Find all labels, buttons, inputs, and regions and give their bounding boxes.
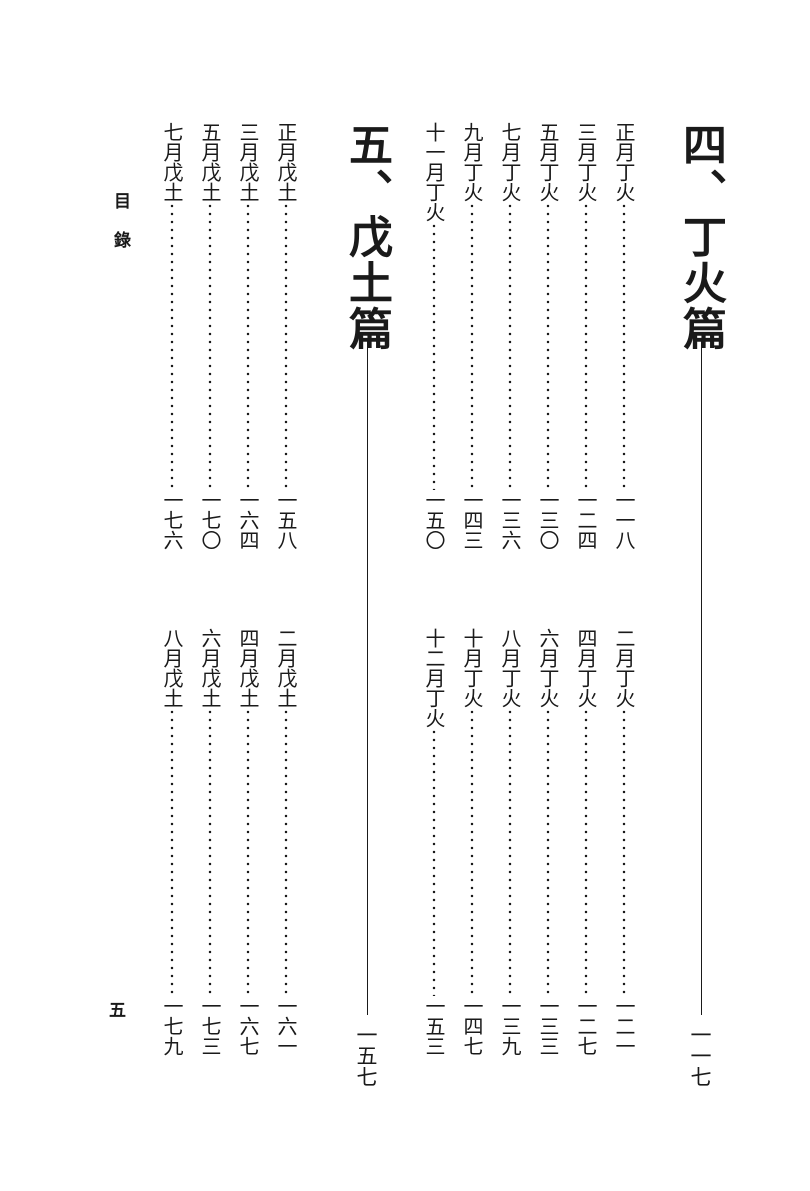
entry-page: 一一八: [612, 490, 636, 550]
leader-dots: [162, 708, 182, 996]
section-page-4: 一一七: [688, 1024, 712, 1087]
section-title-4: 四、丁火篇: [675, 122, 726, 352]
entry-label: 正月戊土: [274, 122, 298, 202]
toc-entry[interactable]: 八月戊土一七九: [160, 628, 184, 1056]
leader-dots: [276, 708, 296, 996]
entry-label: 六月丁火: [536, 628, 560, 708]
toc-entry[interactable]: 正月丁火一一八: [612, 122, 636, 592]
entry-page: 一二七: [574, 996, 598, 1056]
entry-label: 五月戊土: [198, 122, 222, 202]
entry-page: 一六一: [274, 996, 298, 1056]
toc-entry[interactable]: 六月丁火一三三: [536, 628, 560, 1056]
entry-label: 十一月丁火: [422, 122, 446, 222]
entry-page: 一七〇: [198, 490, 222, 550]
entry-page: 一四三: [460, 490, 484, 550]
section-title-5: 五、戊土篇: [341, 122, 392, 352]
toc-entry[interactable]: 六月戊土一七三: [198, 628, 222, 1056]
leader-dots: [576, 708, 596, 996]
entry-page: 一五〇: [422, 490, 446, 550]
running-head: 目錄: [110, 192, 130, 270]
entry-label: 七月戊土: [160, 122, 184, 202]
toc-entry[interactable]: 七月丁火一三六: [498, 122, 522, 550]
entry-page: 一七六: [160, 490, 184, 550]
toc-entry[interactable]: 三月戊土一六四: [236, 122, 260, 550]
entry-page: 一二四: [574, 490, 598, 550]
entry-label: 四月丁火: [574, 628, 598, 708]
leader-dots: [538, 202, 558, 490]
toc-entry[interactable]: 二月戊土一六一: [274, 628, 298, 1056]
leader-dots: [614, 708, 634, 996]
toc-entry[interactable]: 五月戊土一七〇: [198, 122, 222, 550]
toc-entry[interactable]: 三月丁火一二四: [574, 122, 598, 550]
entry-label: 六月戊土: [198, 628, 222, 708]
leader-dots: [424, 222, 444, 490]
entry-page: 一七三: [198, 996, 222, 1056]
entry-label: 正月丁火: [612, 122, 636, 202]
toc-entry[interactable]: 正月戊土一五八: [274, 122, 298, 550]
entry-page: 一三九: [498, 996, 522, 1056]
section-page-5: 一五七: [354, 1024, 378, 1087]
entry-page: 一三六: [498, 490, 522, 550]
entry-page: 一五三: [422, 996, 446, 1056]
toc-entry[interactable]: 九月丁火一四三: [460, 122, 484, 550]
entry-page: 一二一: [612, 996, 636, 1056]
page-number: 五: [109, 1001, 126, 1021]
entry-label: 七月丁火: [498, 122, 522, 202]
entry-label: 八月戊土: [160, 628, 184, 708]
entry-label: 二月丁火: [612, 628, 636, 708]
toc-entry[interactable]: 十二月丁火一五三: [422, 628, 446, 1056]
leader-dots: [200, 708, 220, 996]
toc-entry[interactable]: 二月丁火一二一: [612, 628, 636, 1056]
entry-page: 一五八: [274, 490, 298, 550]
leader-dots: [200, 202, 220, 490]
entry-label: 九月丁火: [460, 122, 484, 202]
leader-dots: [424, 728, 444, 996]
leader-dots: [238, 202, 258, 490]
section-rule-4: [701, 340, 702, 1015]
leader-dots: [500, 708, 520, 996]
entry-label: 八月丁火: [498, 628, 522, 708]
leader-dots: [462, 202, 482, 490]
leader-dots: [162, 202, 182, 490]
section-rule-5: [367, 340, 368, 1015]
entry-page: 一七九: [160, 996, 184, 1056]
entry-page: 一四七: [460, 996, 484, 1056]
entry-label: 四月戊土: [236, 628, 260, 708]
toc-entry[interactable]: 八月丁火一三九: [498, 628, 522, 1056]
leader-dots: [462, 708, 482, 996]
toc-entry[interactable]: 七月戊土一七六: [160, 122, 184, 550]
entry-label: 十月丁火: [460, 628, 484, 708]
toc-entry[interactable]: 十月丁火一四七: [460, 628, 484, 1056]
entry-label: 二月戊土: [274, 628, 298, 708]
entry-label: 三月丁火: [574, 122, 598, 202]
leader-dots: [276, 202, 296, 490]
entry-label: 十二月丁火: [422, 628, 446, 728]
entry-page: 一三三: [536, 996, 560, 1056]
entry-label: 五月丁火: [536, 122, 560, 202]
entry-label: 三月戊土: [236, 122, 260, 202]
entry-page: 一六四: [236, 490, 260, 550]
toc-entry[interactable]: 四月戊土一六七: [236, 628, 260, 1056]
leader-dots: [538, 708, 558, 996]
leader-dots: [576, 202, 596, 490]
toc-entry[interactable]: 五月丁火一三〇: [536, 122, 560, 550]
entry-page: 一六七: [236, 996, 260, 1056]
toc-entry[interactable]: 四月丁火一二七: [574, 628, 598, 1056]
entry-page: 一三〇: [536, 490, 560, 550]
leader-dots: [614, 202, 634, 490]
toc-entry[interactable]: 十一月丁火一五〇: [422, 122, 446, 550]
leader-dots: [238, 708, 258, 996]
leader-dots: [500, 202, 520, 490]
